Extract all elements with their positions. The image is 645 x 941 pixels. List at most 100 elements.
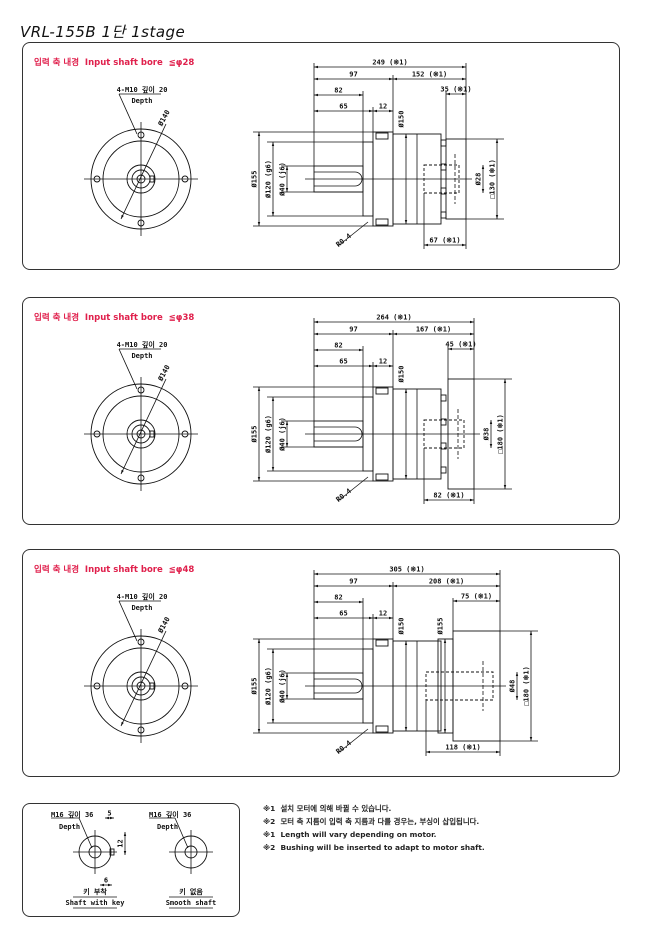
dim-motor-square: □180 (※1) [523, 666, 531, 706]
tap-label: M16 깊이 36 [51, 810, 93, 819]
key [109, 848, 115, 856]
bolt-hole [181, 175, 189, 183]
bolt-hole [93, 682, 101, 690]
pcd-dim-line [120, 378, 167, 475]
shaft-options-box: M16 깊이 36 Depth 5 12 6 키 부착 Shaft with key M16 … [22, 803, 240, 917]
leader-line [118, 348, 138, 390]
smooth-shaft-view: M16 깊이 36 Depth 키 없음 Smooth shaft [149, 810, 217, 909]
dim-body-length: 152 (※1) [412, 71, 447, 79]
dim-motor-length: 75 (※1) [461, 593, 492, 601]
radius-leader [337, 221, 369, 247]
dim-65: 65 [339, 358, 347, 366]
pcd-label: Ø140 [156, 616, 171, 636]
panel-heading: 입력 축 내경 Input shaft bore ≦φ28 [34, 58, 195, 68]
dim-overall-length: 305 (※1) [389, 566, 424, 574]
dim-65: 65 [339, 610, 347, 618]
dim-shaft-dia: Ø40 (j6) [279, 669, 287, 704]
depth-label: Depth [59, 823, 80, 831]
flange-bolt [375, 473, 389, 481]
dim-pilot-dia: Ø120 (g6) [265, 160, 273, 199]
dim-pilot-dia: Ø120 (g6) [265, 415, 273, 454]
dim-bore-dia: Ø38 [483, 428, 491, 442]
flange-bolt [375, 639, 389, 647]
flange-bolt [375, 132, 389, 140]
dim-body-length: 167 (※1) [416, 326, 451, 334]
dim-65: 65 [339, 103, 347, 111]
shaft-options-drawing: M16 깊이 36 Depth 5 12 6 키 부착 Shaft with key M16 … [51, 810, 217, 909]
key-slot [149, 682, 155, 690]
dim-flange-dia: Ø155 [251, 426, 259, 444]
dim-bore-length: 82 (※1) [433, 492, 464, 500]
dim-motor-square: □180 (※1) [497, 414, 505, 454]
dim-body-dia: Ø150 [398, 111, 406, 129]
pcd-label: Ø140 [156, 364, 171, 384]
keyed-label-en: Shaft with key [65, 899, 125, 907]
dim-overall-length: 249 (※1) [372, 59, 407, 67]
note-2-en: ※2 Bushing will be inserted to adapt to … [263, 843, 485, 852]
depth-label: Depth [131, 97, 152, 105]
dim-flange-dia: Ø155 [251, 678, 259, 696]
dim-bore-dia: Ø28 [475, 173, 483, 187]
dim-overall-length: 264 (※1) [376, 314, 411, 322]
leader [78, 817, 93, 849]
panel-heading: 입력 축 내경 Input shaft bore ≦φ38 [34, 313, 195, 323]
page-title: VRL-155B 1단 1stage [20, 23, 186, 41]
dim-82: 82 [334, 342, 342, 350]
bolt-spec-label: 4-M10 깊이 20 [117, 340, 168, 349]
dim-12: 12 [379, 103, 387, 111]
dim-key-width: 5 [107, 810, 111, 818]
bolt-spec-label: 4-M10 깊이 20 [117, 85, 168, 94]
flange-bolt [375, 218, 389, 226]
adapter-bolt [440, 211, 447, 219]
dim-key-offset: 6 [104, 877, 108, 885]
key-slot [149, 175, 155, 183]
adapter-bolt [440, 466, 447, 474]
keyed-label-ko: 키 부착 [83, 887, 107, 896]
bolt-hole [93, 430, 101, 438]
dim-shaft-dia: Ø40 (j6) [279, 162, 287, 197]
adapter-bolt [440, 139, 447, 147]
adapter-bolt [440, 394, 447, 402]
note-2-ko: ※2 모터 축 지름이 입력 축 지름과 다를 경우는, 부싱이 삽입됩니다. [263, 817, 480, 826]
smooth-label-en: Smooth shaft [166, 899, 217, 907]
dim-motor-length: 45 (※1) [445, 341, 476, 349]
radius-leader [337, 476, 369, 502]
dim-body-dia: Ø150 [398, 618, 406, 636]
dim-97: 97 [349, 578, 357, 586]
dim-motor-square: □130 (※1) [489, 159, 497, 199]
dim-97: 97 [349, 71, 357, 79]
dim-body-length: 208 (※1) [429, 578, 464, 586]
leader [174, 817, 189, 849]
dim-body-dia: Ø150 [398, 366, 406, 384]
bolt-hole [137, 386, 145, 394]
radius-label: R0.4 [335, 232, 353, 249]
bolt-hole [181, 430, 189, 438]
dim-bore-length: 118 (※1) [445, 744, 480, 752]
dim-pilot-dia: Ø120 (g6) [265, 667, 273, 706]
radius-leader [337, 728, 369, 754]
bolt-hole [181, 682, 189, 690]
drawing-panel-bore-48: 입력 축 내경 Input shaft bore ≦φ48 4-M10 깊이 2… [22, 549, 620, 777]
leader-line [118, 600, 138, 642]
drawing-panel-bore-28: 입력 축 내경 Input shaft bore ≦φ28 4-M10 깊이 2… [22, 42, 620, 270]
flange-bolt [375, 725, 389, 733]
dim-82: 82 [334, 594, 342, 602]
note-1-ko: ※1 설치 모터에 의해 바뀔 수 있습니다. [263, 804, 392, 813]
drawing-panel-bore-38: 입력 축 내경 Input shaft bore ≦φ38 4-M10 깊이 2… [22, 297, 620, 525]
notes: ※1 설치 모터에 의해 바뀔 수 있습니다. ※2 모터 축 지름이 입력 축… [263, 802, 485, 854]
tap-label: M16 깊이 36 [149, 810, 191, 819]
radius-label: R0.4 [335, 487, 353, 504]
dim-shaft-dia: Ø40 (j6) [279, 417, 287, 452]
depth-label: Depth [157, 823, 178, 831]
dim-97: 97 [349, 326, 357, 334]
pcd-dim-line [120, 123, 167, 220]
pcd-label: Ø140 [156, 109, 171, 129]
dim-82: 82 [334, 87, 342, 95]
dim-key-height: 12 [117, 839, 125, 847]
smooth-label-ko: 키 없음 [179, 887, 203, 896]
